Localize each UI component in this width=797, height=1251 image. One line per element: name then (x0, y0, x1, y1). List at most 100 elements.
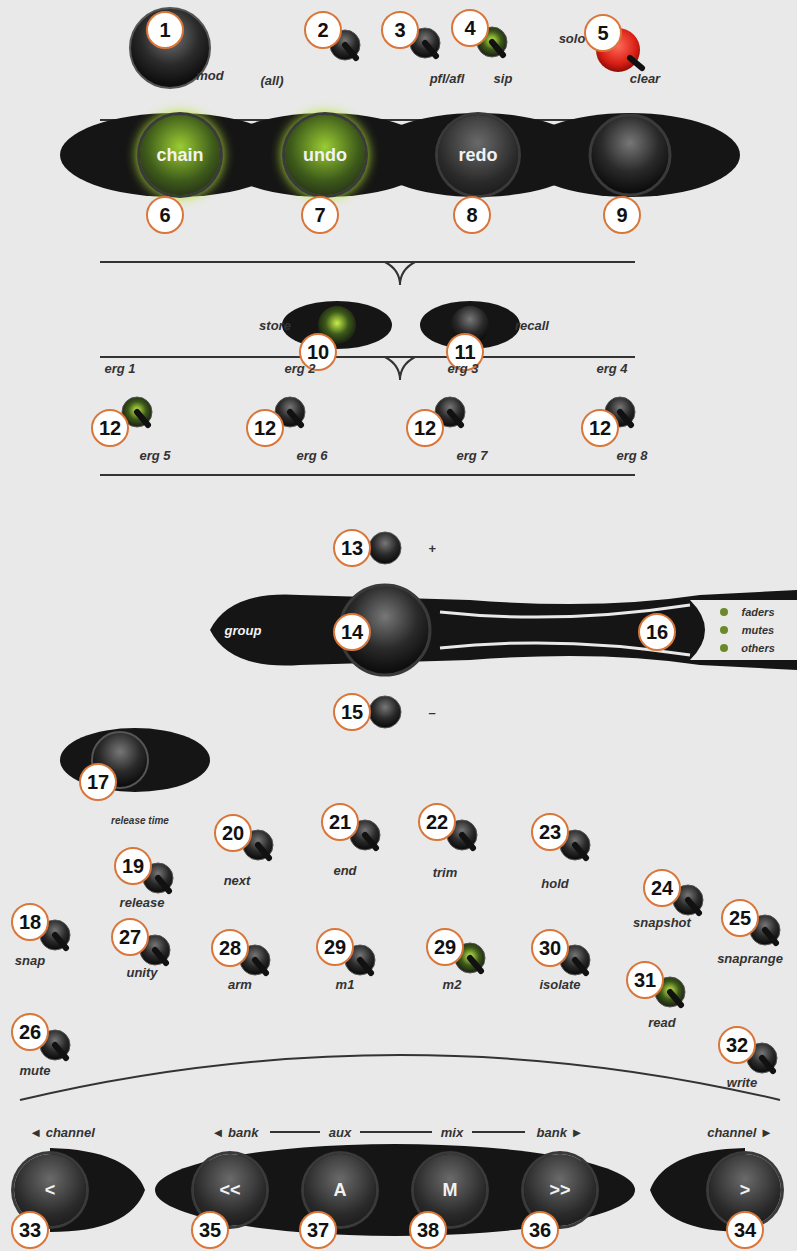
callout-number: 12 (246, 409, 284, 447)
callout-number: 12 (91, 409, 129, 447)
callout-number: 32 (718, 1026, 756, 1064)
button-text: A (334, 1180, 347, 1201)
control-label: isolate (539, 977, 580, 992)
control-label: m1 (336, 977, 355, 992)
control-label: erg 8 (616, 448, 647, 463)
callout-number: 36 (521, 1211, 559, 1249)
console-button: redo (438, 115, 518, 195)
callout-number: 29 (316, 928, 354, 966)
callout-number: 12 (406, 409, 444, 447)
callout-number: 19 (114, 847, 152, 885)
callout-number: 26 (11, 1013, 49, 1051)
control-label: faders (741, 606, 774, 618)
control-label: mutes (742, 624, 774, 636)
control-label: hold (541, 876, 568, 891)
callout-number: 30 (531, 929, 569, 967)
control-label: store (259, 318, 291, 333)
button-text: M (443, 1180, 458, 1201)
control-label: pfl/afl (430, 71, 465, 86)
control-label: – (428, 705, 435, 720)
dividers (20, 262, 780, 1132)
control-label: release time (110, 815, 170, 826)
callout-number: 6 (146, 196, 184, 234)
button-text: > (740, 1180, 751, 1201)
control-label: bank ► (537, 1125, 584, 1140)
callout-number: 23 (531, 813, 569, 851)
button-text: undo (303, 145, 347, 166)
big-band (60, 113, 740, 197)
control-label: recall (515, 318, 549, 333)
control-label: erg 6 (296, 448, 327, 463)
control-label: erg 7 (456, 448, 487, 463)
callout-number: 12 (581, 409, 619, 447)
control-label: mute (19, 1063, 50, 1078)
control-label: clear (630, 71, 660, 86)
callout-number: 22 (418, 803, 456, 841)
control-label: erg 3 (447, 361, 478, 376)
top-row (100, 8, 642, 120)
control-label: others (741, 642, 775, 654)
callout-number: 31 (626, 961, 664, 999)
button-text: >> (549, 1180, 570, 1201)
control-label: ◄ bank (212, 1125, 259, 1140)
callout-number: 33 (11, 1211, 49, 1249)
callout-number: 27 (111, 918, 149, 956)
callout-number: 7 (301, 196, 339, 234)
control-label: ◄ channel (29, 1125, 95, 1140)
control-label: end (333, 863, 356, 878)
console-button: chain (140, 115, 220, 195)
control-label: solo (559, 31, 586, 46)
control-label: read (648, 1015, 675, 1030)
button-text: redo (458, 145, 497, 166)
callout-number: 16 (638, 613, 676, 651)
button-text: < (45, 1180, 56, 1201)
control-label: sip (494, 71, 513, 86)
callout-number: 4 (451, 9, 489, 47)
button-text: chain (156, 145, 203, 166)
callout-number: 21 (321, 803, 359, 841)
control-label: next (224, 873, 251, 888)
control-label: aux (329, 1125, 351, 1140)
callout-number: 9 (603, 196, 641, 234)
callout-number: 35 (191, 1211, 229, 1249)
callout-number: 5 (584, 14, 622, 52)
callout-number: 14 (333, 613, 371, 651)
callout-number: 1 (146, 11, 184, 49)
control-label: release (120, 895, 165, 910)
callout-number: 34 (726, 1211, 764, 1249)
callout-number: 38 (409, 1211, 447, 1249)
toggle-switches (40, 27, 780, 1073)
callout-number: 17 (79, 763, 117, 801)
callout-number: 29 (426, 928, 464, 966)
callout-number: 28 (211, 929, 249, 967)
group-section (60, 532, 797, 792)
callout-number: 25 (721, 899, 759, 937)
callout-number: 15 (333, 693, 371, 731)
control-label: snaprange (717, 951, 783, 966)
control-label: snapshot (633, 915, 691, 930)
control-label: erg 2 (284, 361, 315, 376)
callout-number: 18 (11, 903, 49, 941)
control-label: + (428, 541, 436, 556)
callout-number: 3 (381, 11, 419, 49)
control-label: (all) (260, 73, 283, 88)
control-label: m2 (443, 977, 462, 992)
control-label: write (727, 1075, 757, 1090)
control-label: mod (196, 68, 223, 83)
callout-number: 37 (299, 1211, 337, 1249)
control-label: erg 4 (596, 361, 627, 376)
control-label: unity (126, 965, 157, 980)
callout-number: 8 (453, 196, 491, 234)
callout-number: 24 (643, 869, 681, 907)
control-label: trim (433, 865, 458, 880)
callout-number: 20 (214, 814, 252, 852)
button-text: << (219, 1180, 240, 1201)
callout-number: 2 (304, 11, 342, 49)
control-label: group (225, 623, 262, 638)
control-label: erg 5 (139, 448, 170, 463)
control-label: erg 1 (104, 361, 135, 376)
control-label: snap (15, 953, 45, 968)
bottom-band (50, 1144, 745, 1236)
control-label: mix (441, 1125, 463, 1140)
control-label: arm (228, 977, 252, 992)
